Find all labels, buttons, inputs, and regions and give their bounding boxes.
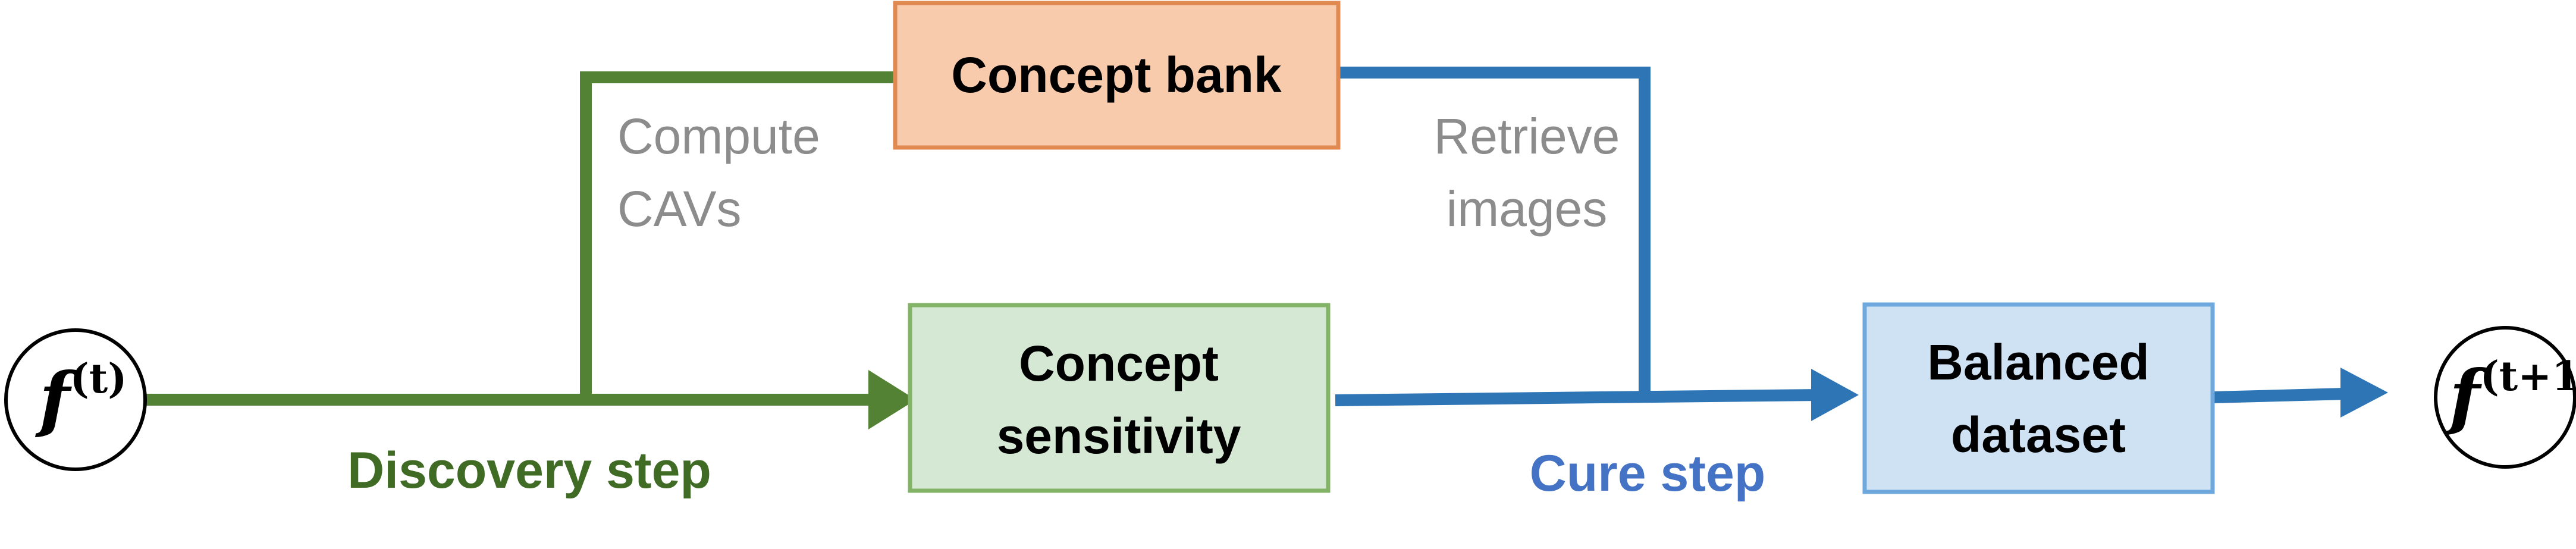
retrieve-images-label-line2: images <box>1447 181 1608 237</box>
compute-cavs-connector <box>580 71 898 399</box>
input-model-superscript: (t) <box>70 355 127 403</box>
concept-bank-label: Concept bank <box>951 47 1282 103</box>
svg-text:f(t+1): f(t+1) <box>2445 353 2576 438</box>
concept-sensitivity-box: Concept sensitivity <box>908 303 1331 493</box>
balanced-dataset-label-line1: Balanced <box>1927 334 2150 390</box>
balanced-to-output-arrowhead <box>2340 368 2388 418</box>
input-to-sensitivity-arrowhead <box>868 370 916 429</box>
balanced-dataset-box: Balanced dataset <box>1862 302 2215 494</box>
sensitivity-to-balanced-line <box>1335 389 1818 406</box>
concept-sensitivity-label-line1: Concept <box>1019 335 1219 391</box>
input-model-node: f(t) <box>4 328 147 471</box>
cure-step-label: Cure step <box>1530 445 1766 502</box>
output-model-node: f(t+1) <box>2434 326 2576 469</box>
sensitivity-to-balanced-arrowhead <box>1811 369 1859 421</box>
balanced-to-output-line <box>2212 388 2347 403</box>
retrieve-images-label-line1: Retrieve <box>1434 108 1620 164</box>
concept-bank-box: Concept bank <box>893 1 1341 150</box>
balanced-dataset-label-line2: dataset <box>1951 407 2126 463</box>
retrieve-images-connector <box>1338 67 1651 396</box>
compute-cavs-label-line2: CAVs <box>617 181 741 237</box>
compute-cavs-label-line1: Compute <box>617 108 820 164</box>
discovery-step-label: Discovery step <box>347 442 711 499</box>
concept-sensitivity-label-line2: sensitivity <box>997 408 1241 464</box>
output-model-superscript: (t+1) <box>2480 353 2576 400</box>
